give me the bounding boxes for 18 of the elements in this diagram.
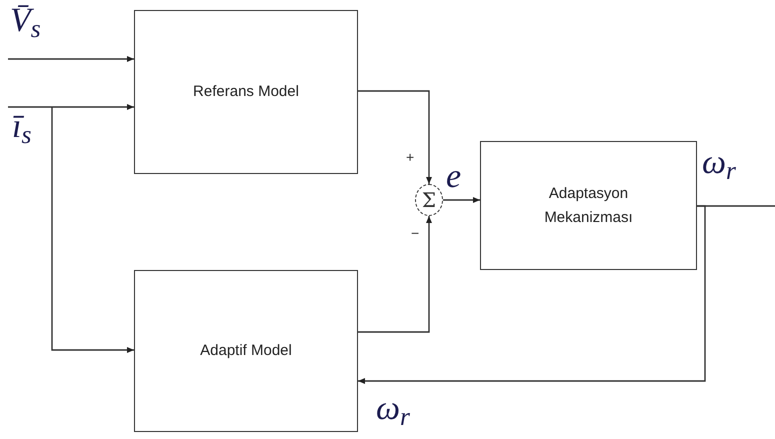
signal-label: ω$_{r}$ — [702, 146, 736, 180]
sign-label: + — [406, 150, 414, 164]
signal-label: V̄$_{s}$ — [10, 4, 41, 38]
connector-arrow — [358, 216, 432, 333]
connector-arrow — [443, 197, 480, 203]
connector-arrow — [51, 107, 134, 353]
block-box: Adaptif Model — [134, 270, 358, 432]
signal-label: e — [446, 160, 462, 194]
connector-arrow — [8, 56, 134, 62]
connector-arrow — [358, 90, 432, 184]
sign-label: − — [411, 226, 420, 240]
block-box: Referans Model — [134, 10, 358, 174]
block-box: Adaptasyon Mekanizması — [480, 141, 697, 270]
signal-label: ī$_{s}$ — [12, 110, 32, 144]
signal-label: ω$_{r}$ — [376, 392, 410, 426]
connector-arrow — [358, 205, 706, 384]
connector-arrow — [8, 104, 134, 110]
summing-junction: Σ — [415, 184, 443, 216]
